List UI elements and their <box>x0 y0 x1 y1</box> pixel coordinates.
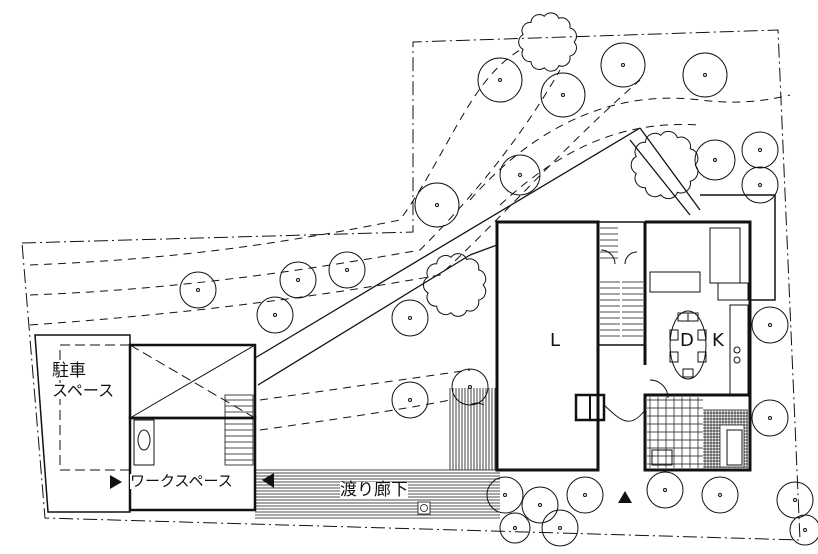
tree-icon <box>646 471 684 509</box>
kitchen-label: K <box>712 330 724 351</box>
tree-center-dot <box>803 528 807 532</box>
tree-icon <box>391 299 429 337</box>
dining-label: D <box>680 330 694 351</box>
tree-icon <box>391 381 429 419</box>
tree-icon <box>751 399 789 437</box>
tree-icon <box>521 486 559 524</box>
drain-icon <box>420 504 428 512</box>
tree-center-dot <box>435 203 439 207</box>
tree-center-dot <box>558 526 562 530</box>
contour-lines <box>29 49 791 431</box>
tree-center-dot <box>196 288 200 292</box>
markers <box>110 473 632 503</box>
trees <box>179 12 818 547</box>
tree-center-dot <box>793 498 797 502</box>
tree-center-dot <box>538 503 542 507</box>
tree-center-dot <box>408 398 412 402</box>
entrance-arrow-icon <box>110 475 122 489</box>
property-boundary <box>21 29 801 541</box>
tree-icon <box>694 139 736 181</box>
tree-center-dot <box>758 148 762 152</box>
tree-center-dot <box>663 488 667 492</box>
tree-icon <box>776 481 814 519</box>
tree-icon <box>682 52 728 98</box>
tree-icon <box>566 476 604 514</box>
tree-center-dot <box>621 63 625 67</box>
tree-center-dot <box>345 268 349 272</box>
tree-center-dot <box>718 493 722 497</box>
deciduous-tree-icon <box>518 12 577 72</box>
tree-icon <box>477 57 523 103</box>
tree-center-dot <box>498 78 502 82</box>
corridor-label: 渡り廊下 <box>340 480 408 500</box>
tree-icon <box>540 72 586 118</box>
tree-icon <box>179 271 217 309</box>
tree-icon <box>741 131 779 169</box>
entrance-arrow-icon <box>618 491 632 503</box>
tree-center-dot <box>468 385 472 389</box>
tree-icon <box>414 182 460 228</box>
parking-label-line2: スペース <box>52 381 115 400</box>
tree-icon <box>256 296 294 334</box>
tree-center-dot <box>518 173 522 177</box>
tree-center-dot <box>703 73 707 77</box>
tree-icon <box>279 261 317 299</box>
deciduous-tree-icon <box>630 130 699 200</box>
tree-icon <box>499 154 541 196</box>
parking-label-line1: 駐車 <box>52 361 86 381</box>
workspace-label: ワークスペース <box>130 472 233 490</box>
tree-center-dot <box>768 416 772 420</box>
tree-icon <box>328 251 366 289</box>
walls <box>34 194 776 513</box>
tree-center-dot <box>503 493 507 497</box>
tree-center-dot <box>273 313 277 317</box>
bridge-walkway <box>254 127 701 386</box>
tree-center-dot <box>758 183 762 187</box>
living-room-label: L <box>550 330 561 351</box>
tree-center-dot <box>713 158 717 162</box>
tree-icon <box>499 512 531 544</box>
tree-icon <box>751 306 789 344</box>
tree-center-dot <box>583 493 587 497</box>
drain-icon <box>417 501 431 515</box>
tree-center-dot <box>408 316 412 320</box>
tree-icon <box>486 476 524 514</box>
tree-icon <box>741 166 779 204</box>
tree-center-dot <box>561 93 565 97</box>
deciduous-tree-icon <box>422 253 487 317</box>
tree-center-dot <box>513 526 517 530</box>
tree-icon <box>541 509 579 547</box>
tree-icon <box>789 514 818 546</box>
bathtub <box>719 424 745 468</box>
entrance-arrow-icon <box>262 473 274 488</box>
tree-center-dot <box>296 278 300 282</box>
tree-icon <box>701 476 739 514</box>
tree-center-dot <box>768 323 772 327</box>
tree-icon <box>600 42 646 88</box>
